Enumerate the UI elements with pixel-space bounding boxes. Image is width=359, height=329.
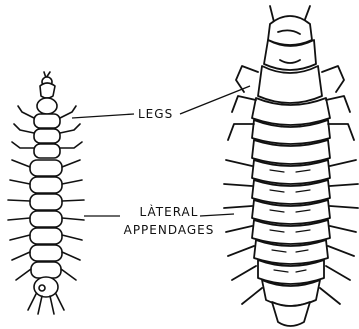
- right-larva: [224, 6, 358, 326]
- left-larva: [8, 72, 84, 314]
- legs-label: LEGS: [138, 108, 173, 120]
- legs-leader-left: [72, 114, 134, 118]
- legs-leader-right: [180, 86, 250, 114]
- leader-lines: [72, 86, 250, 216]
- lateral-label: LÀTERAL: [114, 206, 224, 218]
- appendages-label: APPENDAGES: [104, 224, 234, 236]
